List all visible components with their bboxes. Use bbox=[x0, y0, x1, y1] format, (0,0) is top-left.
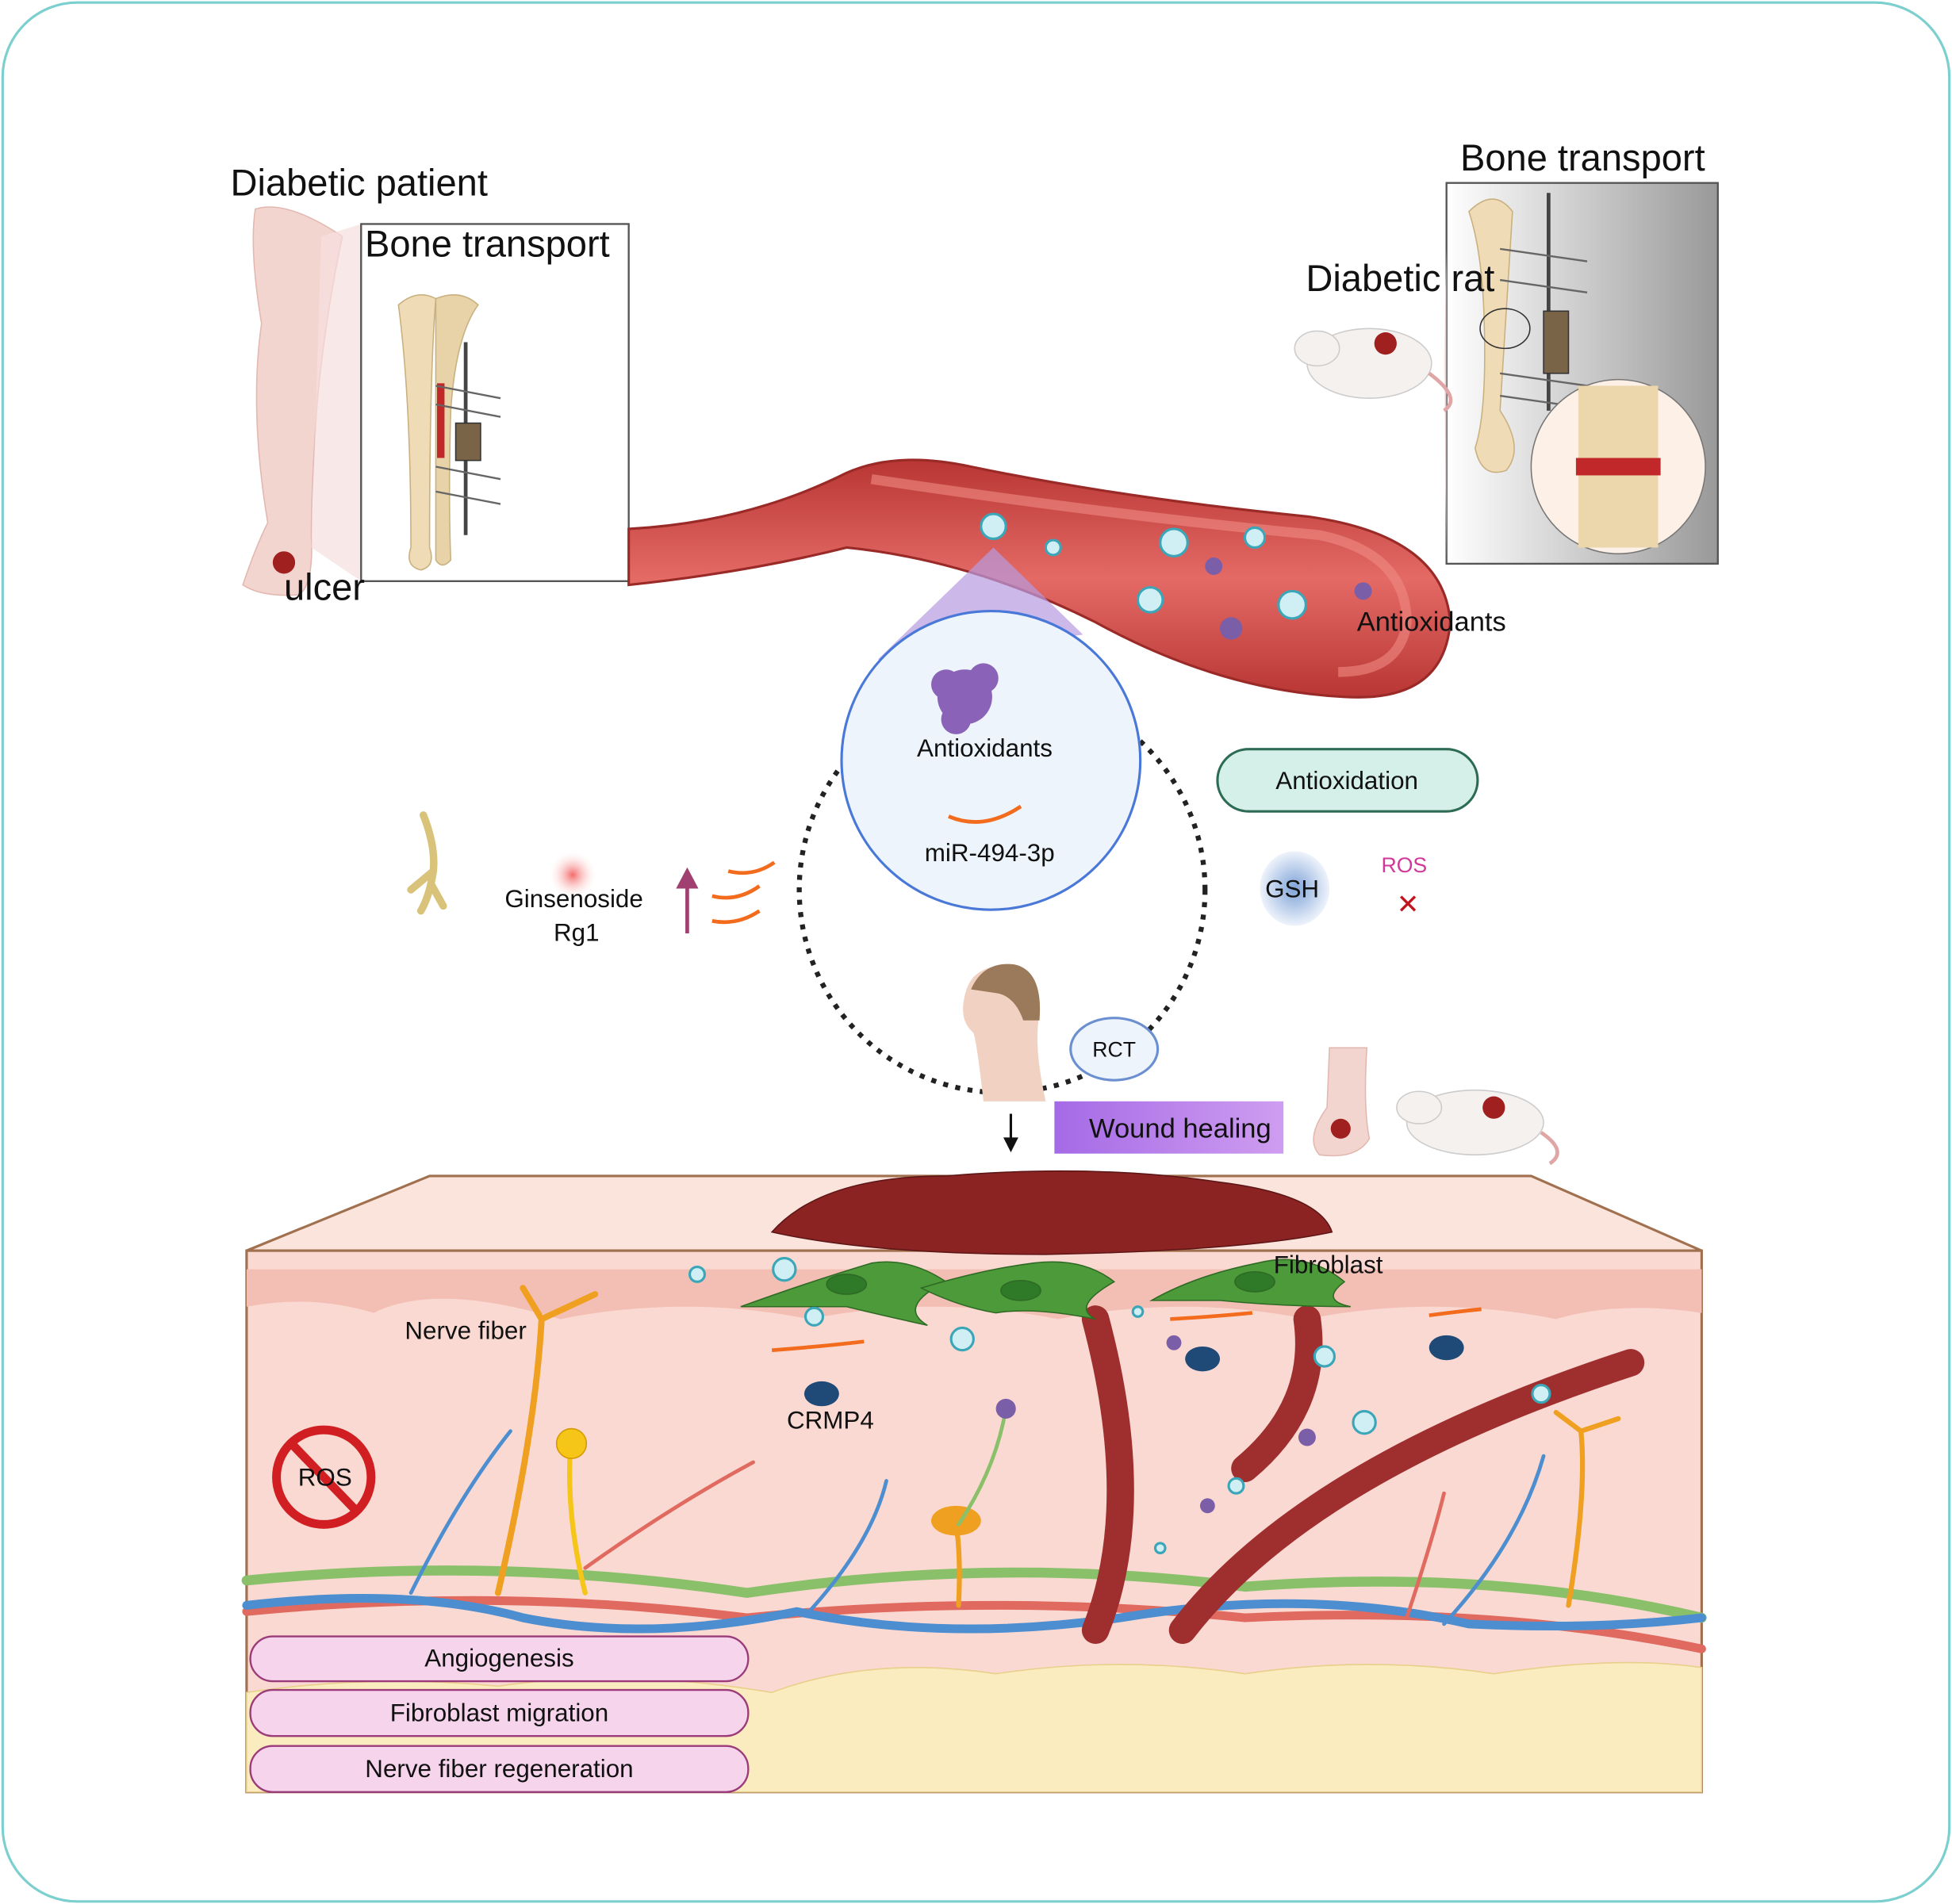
femur-illustration bbox=[1468, 193, 1706, 555]
ginsenoside-label: Ginsenoside bbox=[504, 885, 642, 913]
nerve-fiber-label: Nerve fiber bbox=[405, 1317, 526, 1345]
exosome-circle bbox=[840, 609, 1142, 911]
svg-text:Nerve fiber regeneration: Nerve fiber regeneration bbox=[365, 1755, 633, 1783]
ulcer-wound bbox=[272, 551, 296, 574]
antioxidation-badge bbox=[1216, 748, 1479, 813]
fibroblast-label: Fibroblast bbox=[1274, 1251, 1383, 1278]
rat-wound-icon bbox=[1396, 1089, 1559, 1166]
ginseng-root-icon bbox=[407, 811, 447, 915]
ros-cross-icon: ✕ bbox=[1397, 890, 1420, 920]
upregulation-arrow-icon bbox=[676, 867, 699, 933]
vessel-antioxidants-label: Antioxidants bbox=[1357, 607, 1506, 638]
fibroblast-cells bbox=[740, 1258, 1352, 1327]
down-arrow-icon bbox=[1003, 1113, 1018, 1153]
blood-vessel bbox=[627, 458, 1452, 699]
crmp4-proteins bbox=[803, 1335, 1464, 1407]
animal-bone-transport-label: Bone transport bbox=[1460, 136, 1705, 178]
tibia-illustration bbox=[397, 294, 501, 571]
antioxidation-label: Antioxidation bbox=[1275, 767, 1418, 795]
gsh-glow bbox=[1260, 851, 1330, 926]
wound-healing-label: Wound healing bbox=[1089, 1113, 1271, 1144]
antioxidant-cluster-icon bbox=[931, 663, 999, 734]
human-head-icon bbox=[963, 963, 1046, 1101]
svg-text:Angiogenesis: Angiogenesis bbox=[424, 1644, 573, 1672]
gsh-label: GSH bbox=[1265, 875, 1319, 902]
circle-antioxidants-label: Antioxidants bbox=[917, 734, 1053, 762]
rct-badge bbox=[1069, 1017, 1160, 1082]
mirna-strands bbox=[771, 1307, 1482, 1353]
wound-healing-badge bbox=[1054, 1101, 1284, 1154]
rct-label: RCT bbox=[1092, 1037, 1136, 1061]
diabetic-rat-label: Diabetic rat bbox=[1306, 257, 1494, 299]
outcome-fibroblast-migration: Fibroblast migration bbox=[249, 1688, 750, 1737]
human-bone-transport-box bbox=[360, 223, 630, 583]
diabetic-patient-label: Diabetic patient bbox=[231, 161, 488, 203]
dotted-cycle bbox=[796, 684, 1208, 1095]
outcome-angiogenesis: Angiogenesis bbox=[249, 1635, 750, 1683]
outcome-nerve-fiber-regeneration: Nerve fiber regeneration bbox=[249, 1745, 750, 1793]
svg-text:Fibroblast migration: Fibroblast migration bbox=[390, 1699, 609, 1726]
exosomes bbox=[688, 1256, 1551, 1555]
antioxidant-particles bbox=[995, 1335, 1316, 1514]
ros-label: ROS bbox=[1381, 853, 1427, 877]
crmp4-label: CRMP4 bbox=[787, 1407, 874, 1435]
mirna-icon bbox=[948, 804, 1022, 824]
rg1-label: Rg1 bbox=[554, 918, 600, 946]
human-bone-transport-label: Bone transport bbox=[365, 222, 610, 264]
leg-illustration bbox=[242, 206, 362, 596]
rat-illustration bbox=[1294, 328, 1453, 412]
mirna-cluster-icon bbox=[711, 860, 776, 925]
ros-inhibited-label: ROS bbox=[298, 1464, 352, 1492]
ros-prohibited-icon bbox=[272, 1425, 376, 1529]
ginsenoside-glow bbox=[547, 849, 598, 900]
foot-wound-icon bbox=[1313, 1047, 1371, 1157]
ulcer-label: ulcer bbox=[284, 565, 365, 607]
mirna-label: miR-494-3p bbox=[925, 839, 1055, 867]
